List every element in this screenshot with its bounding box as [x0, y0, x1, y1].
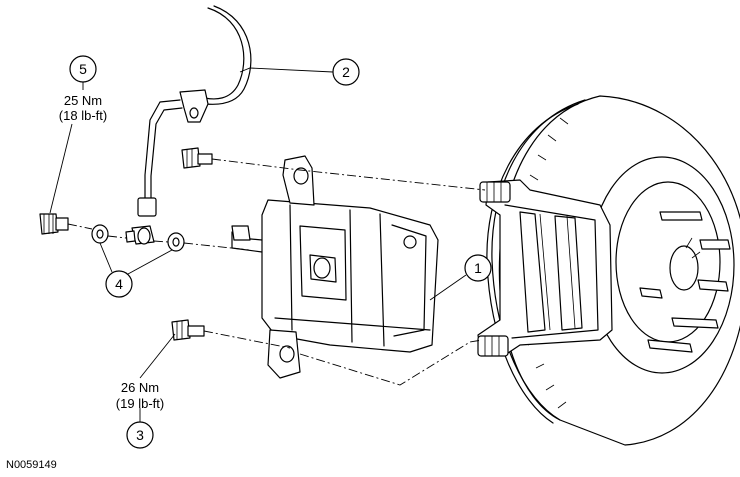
callout-3-number: 3 [136, 427, 144, 443]
brake-hose-banjo-bolt [39, 213, 69, 235]
caliper-upper-bolt [181, 147, 213, 169]
torque-bolt-5-metric: 25 Nm [64, 93, 102, 108]
callout-5: 5 [49, 55, 97, 214]
caliper-lower-bolt [171, 319, 205, 341]
brake-rotor [486, 95, 740, 446]
brake-hose [125, 5, 252, 245]
callout-4: 4 [99, 242, 173, 298]
sealing-washers [91, 224, 185, 252]
callout-1: 1 [429, 254, 492, 301]
torque-bolt-5-imperial: (18 lb-ft) [59, 108, 107, 123]
callout-4-number: 4 [115, 276, 123, 292]
callout-2: 2 [239, 58, 360, 86]
wheel-studs [639, 211, 731, 353]
figure-id: N0059149 [6, 459, 57, 471]
assembly-centerlines [67, 158, 486, 386]
callout-2-number: 2 [342, 64, 350, 80]
caliper-bracket-with-pads [477, 179, 613, 357]
callout-3: 3 [126, 333, 176, 449]
brake-caliper [231, 155, 439, 379]
callout-5-number: 5 [79, 61, 87, 77]
torque-bolt-3-metric: 26 Nm [121, 380, 159, 395]
torque-bolt-3-imperial: (19 lb-ft) [116, 396, 164, 411]
callout-1-number: 1 [474, 260, 482, 276]
